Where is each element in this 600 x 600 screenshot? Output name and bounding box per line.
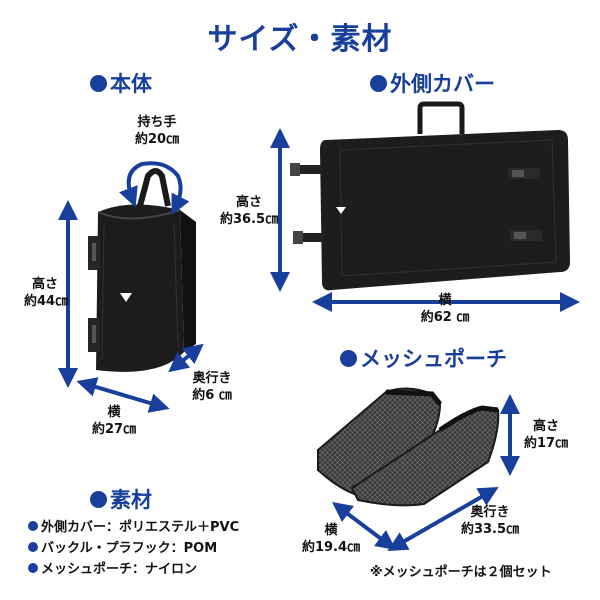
section-body-label: 本体 <box>110 72 152 96</box>
body-depth-name: 奥行き <box>192 371 232 386</box>
section-material-heading: 素材 <box>90 484 152 514</box>
pouch-depth-name: 奥行き <box>470 505 510 520</box>
materials-list: 外側カバー：ポリエステル＋PVC バックル・プラフック：POM メッシュポーチ：… <box>28 517 239 580</box>
material-item-text: メッシュポーチ：ナイロン <box>41 562 198 577</box>
bullet-icon <box>90 491 107 508</box>
body-height-value: 約44㎝ <box>24 294 69 309</box>
pouch-width-value: 約19.4㎝ <box>301 540 361 555</box>
bullet-icon <box>340 350 357 367</box>
pouch-width-name: 横 <box>324 523 338 538</box>
body-width-value: 約27㎝ <box>91 422 137 437</box>
body-handle-name: 持ち手 <box>137 115 177 130</box>
mesh-pouch-image <box>317 387 500 507</box>
pouch-depth-value: 約33.5㎝ <box>460 522 520 537</box>
body-width-name: 横 <box>107 405 121 420</box>
section-cover-heading: 外側カバー <box>370 68 495 98</box>
section-material-label: 素材 <box>110 488 152 512</box>
material-item: メッシュポーチ：ナイロン <box>28 559 239 580</box>
cover-image <box>290 101 570 291</box>
pouch-depth-label: 奥行き 約33.5㎝ <box>452 504 528 538</box>
section-pouch-heading: メッシュポーチ <box>340 343 507 373</box>
pouch-height-label: 高さ 約17㎝ <box>514 418 578 452</box>
material-item-text: バックル・プラフック：POM <box>41 541 218 556</box>
bullet-icon <box>28 521 38 531</box>
body-width-label: 横 約27㎝ <box>82 404 146 438</box>
bullet-icon <box>370 75 387 92</box>
body-handle-label: 持ち手 約20㎝ <box>122 114 192 148</box>
pouch-set-note: ※メッシュポーチは２個セット <box>370 565 552 580</box>
body-height-name: 高さ <box>31 277 58 292</box>
bullet-icon <box>28 542 38 552</box>
bullet-icon <box>28 563 38 573</box>
material-item: バックル・プラフック：POM <box>28 538 239 559</box>
section-body-heading: 本体 <box>90 68 152 98</box>
pouch-height-name: 高さ <box>532 419 559 434</box>
pouch-width-label: 横 約19.4㎝ <box>296 522 366 556</box>
material-item-text: 外側カバー：ポリエステル＋PVC <box>41 520 240 535</box>
pouch-height-value: 約17㎝ <box>523 436 569 451</box>
body-bag-image <box>88 168 196 372</box>
cover-width-value: 約62 ㎝ <box>420 310 470 325</box>
body-handle-value: 約20㎝ <box>134 132 180 147</box>
page-title: サイズ・素材 <box>207 22 393 57</box>
material-item: 外側カバー：ポリエステル＋PVC <box>28 517 239 538</box>
section-cover-label: 外側カバー <box>390 72 495 96</box>
cover-width-label: 横 約62 ㎝ <box>410 292 480 326</box>
cover-height-label: 高さ 約36.5㎝ <box>220 194 278 228</box>
bullet-icon <box>90 75 107 92</box>
cover-height-name: 高さ <box>235 195 262 210</box>
body-depth-label: 奥行き 約6 ㎝ <box>182 370 242 404</box>
cover-width-name: 横 <box>438 293 452 308</box>
body-depth-value: 約6 ㎝ <box>192 388 232 403</box>
body-height-label: 高さ 約44㎝ <box>24 276 69 310</box>
cover-height-value: 約36.5㎝ <box>220 212 279 227</box>
section-pouch-label: メッシュポーチ <box>360 347 507 371</box>
